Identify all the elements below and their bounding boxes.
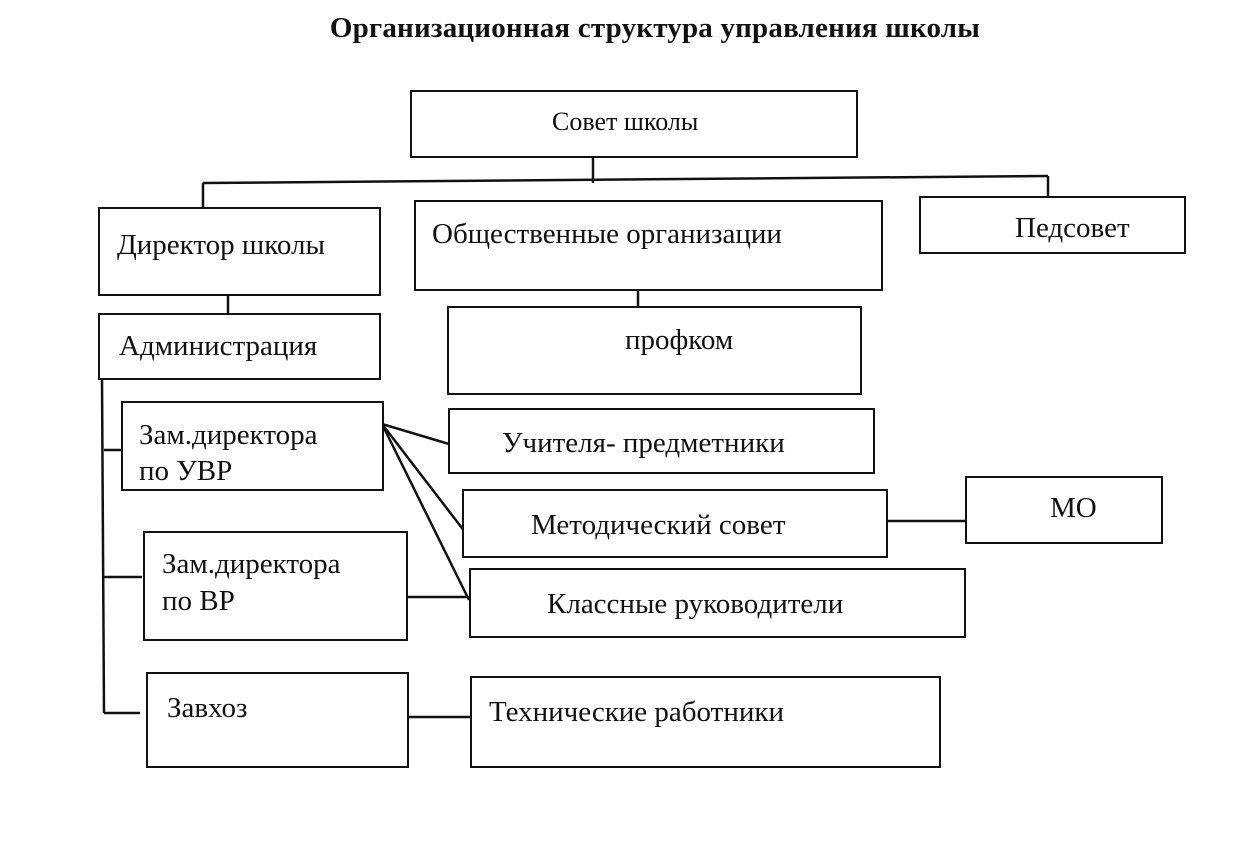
- diagram-title: Организационная структура управления шко…: [329, 12, 981, 44]
- connector-bus: [202, 174, 1049, 185]
- deputy-vr-box: Зам.директора по ВР: [143, 531, 408, 641]
- pedsovet-box: Педсовет: [919, 196, 1186, 254]
- deputy-vr-label-line1: Зам.директора: [162, 548, 341, 580]
- deputy-uvr-box: Зам.директора по УВР: [121, 401, 384, 491]
- connector-uvr-classteachers: [380, 423, 471, 601]
- caretaker-box: Завхоз: [146, 672, 409, 768]
- director-box: Директор школы: [98, 207, 381, 296]
- administration-box: Администрация: [98, 313, 381, 380]
- caretaker-label: Завхоз: [167, 692, 248, 724]
- technical-staff-box: Технические работники: [470, 676, 941, 768]
- class-teachers-label: Классные руководители: [547, 588, 844, 620]
- trade-union-box: профком: [447, 306, 862, 395]
- connector-uvr-teachers: [381, 422, 450, 446]
- connector-uvr-methodical: [381, 423, 466, 533]
- connector-admin-spine: [100, 379, 106, 714]
- trade-union-label: профком: [625, 324, 734, 356]
- mo-label: МО: [1050, 492, 1097, 524]
- pedsovet-label: Педсовет: [1015, 212, 1130, 244]
- methodical-council-label: Методический совет: [531, 509, 786, 541]
- methodical-council-box: Методический совет: [462, 489, 888, 558]
- subject-teachers-label: Учителя- предметники: [502, 427, 785, 459]
- public-orgs-box: Общественные организации: [414, 200, 883, 291]
- mo-box: МО: [965, 476, 1163, 544]
- deputy-uvr-label-line1: Зам.директора: [139, 419, 318, 451]
- deputy-vr-label-line2: по ВР: [162, 585, 235, 617]
- school-council-label: Совет школы: [552, 107, 699, 136]
- public-orgs-label: Общественные организации: [432, 218, 782, 250]
- director-label: Директор школы: [117, 229, 325, 261]
- technical-staff-label: Технические работники: [489, 696, 784, 728]
- school-council-box: Совет школы: [410, 90, 858, 158]
- class-teachers-box: Классные руководители: [469, 568, 966, 638]
- subject-teachers-box: Учителя- предметники: [448, 408, 875, 474]
- deputy-uvr-label-line2: по УВР: [139, 455, 233, 487]
- administration-label: Администрация: [119, 330, 318, 362]
